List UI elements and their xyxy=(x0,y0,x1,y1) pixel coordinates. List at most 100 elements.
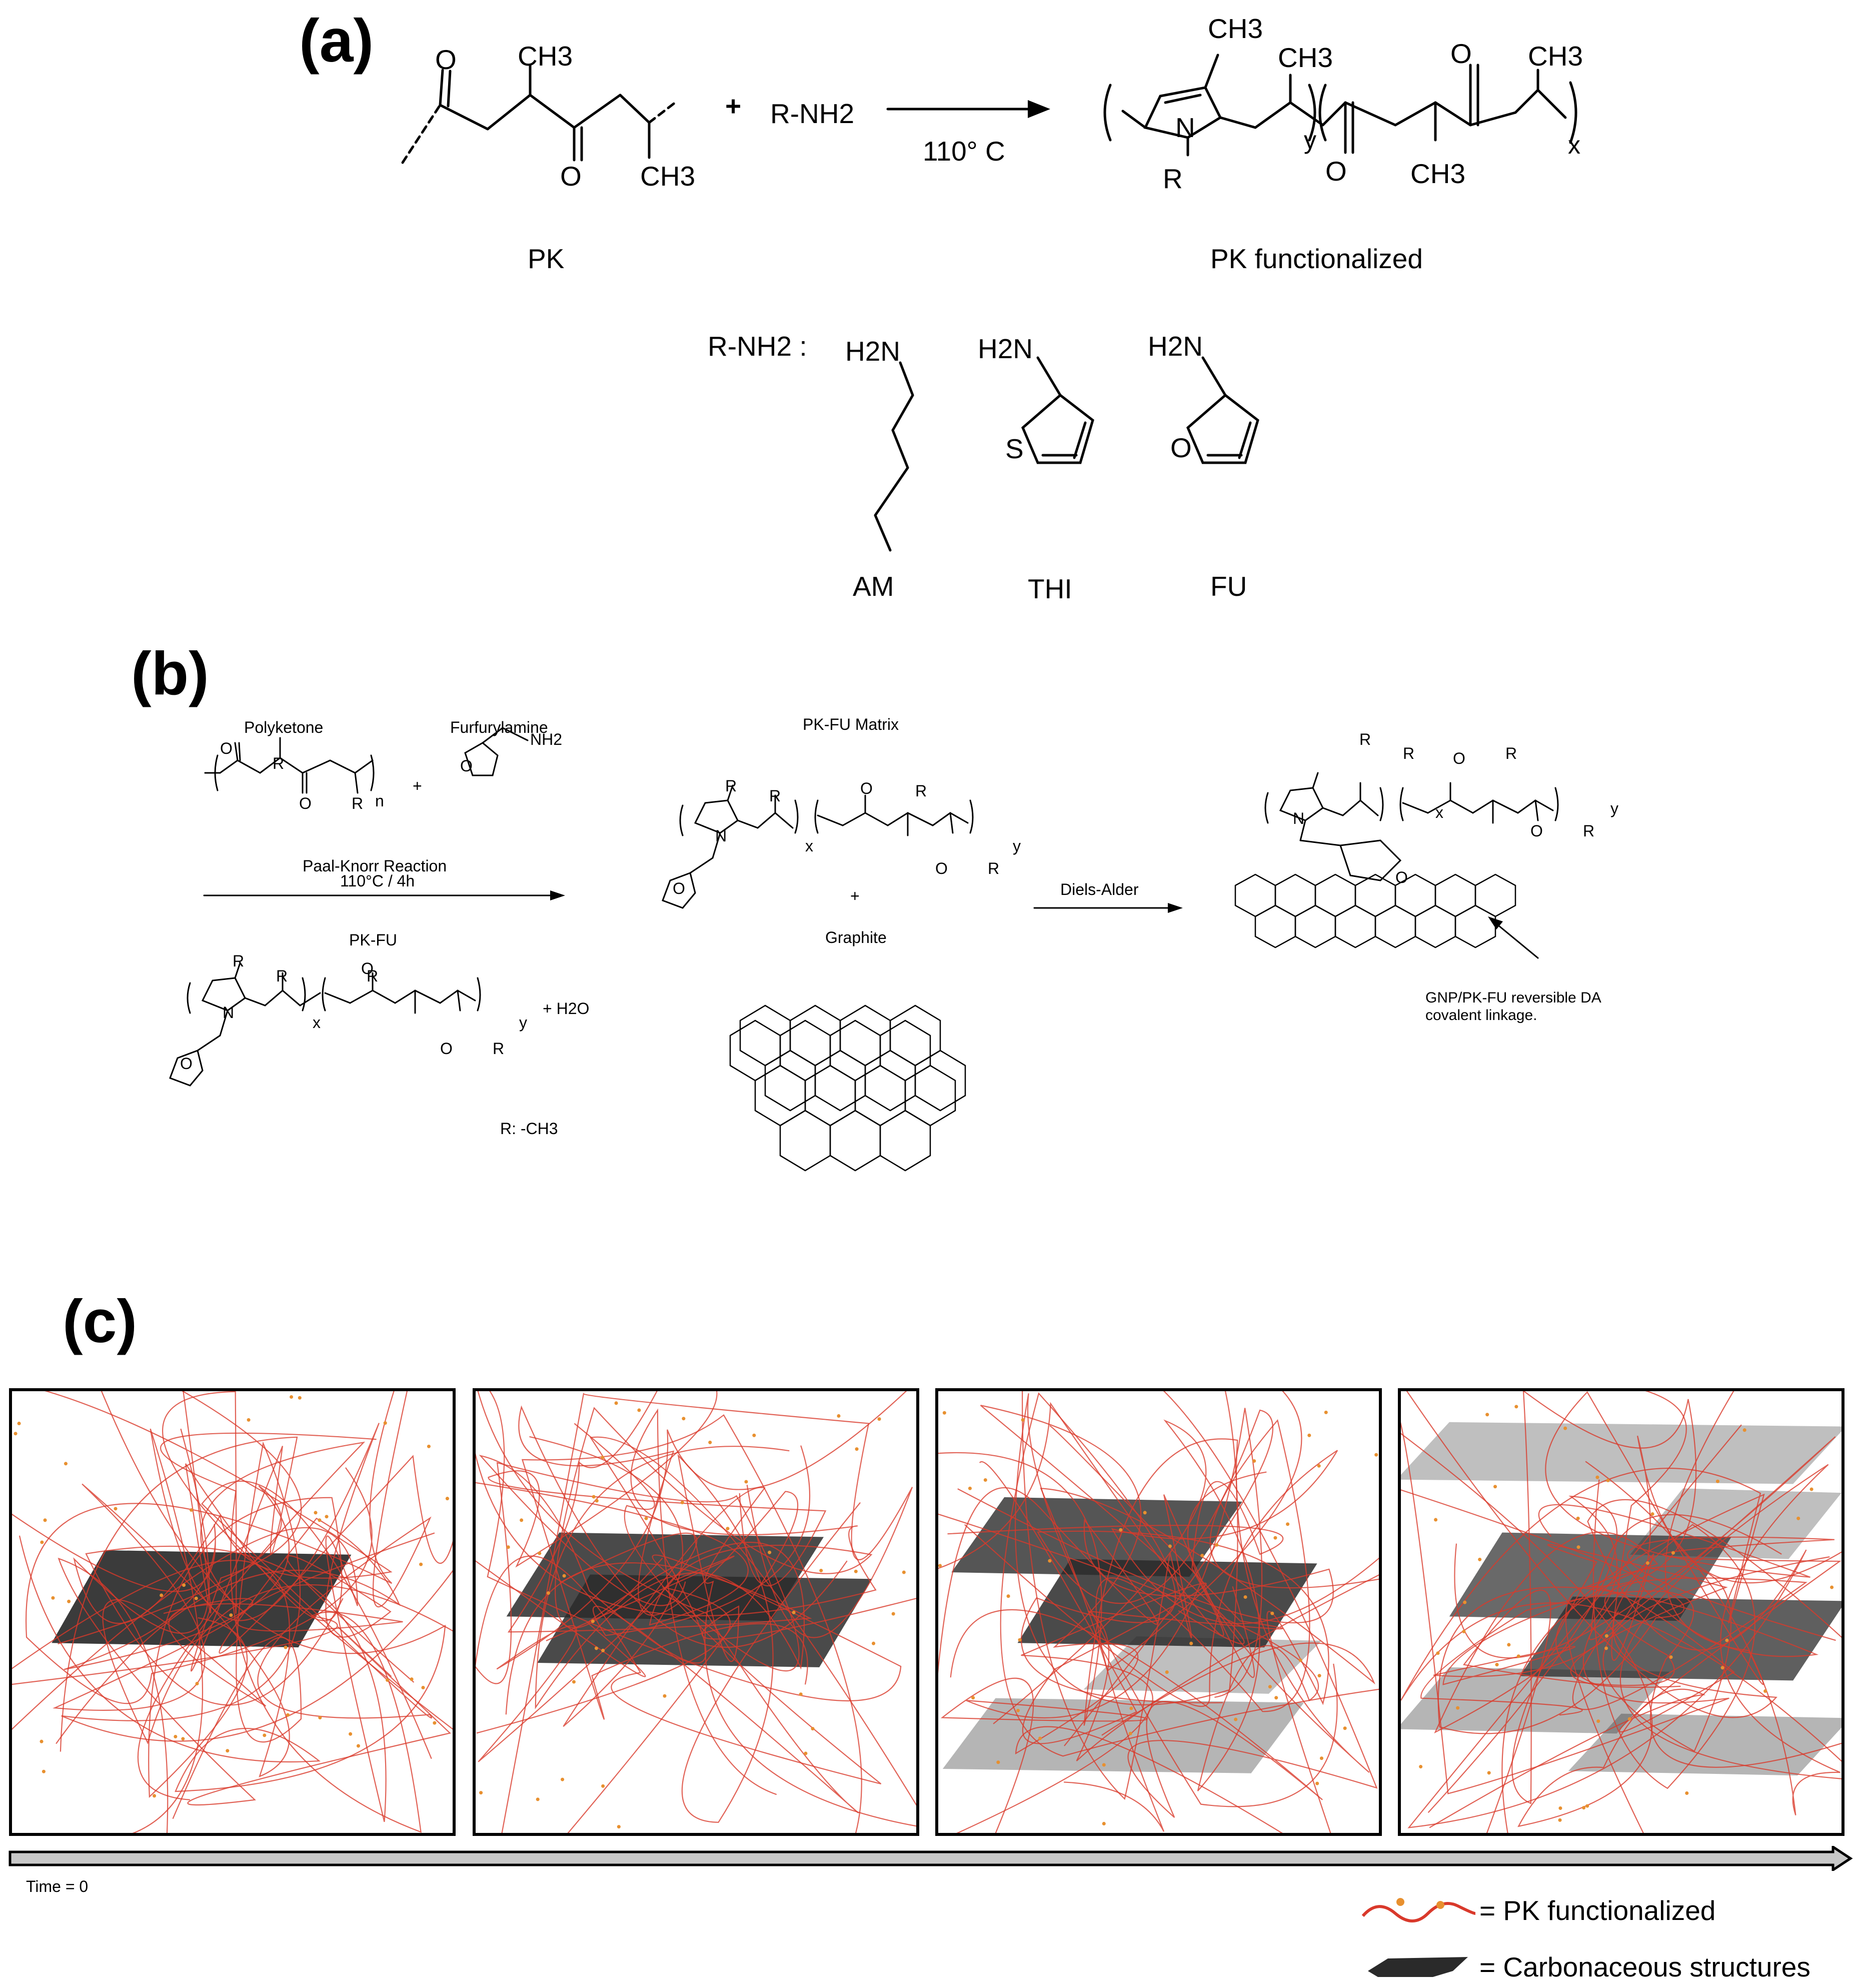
pk-functionalized-label: PK functionalized xyxy=(1210,243,1423,274)
functional-group-dot xyxy=(1128,1731,1132,1735)
functional-group-dot xyxy=(1507,1643,1511,1647)
functional-group-dot xyxy=(190,1508,194,1512)
pk-chain xyxy=(1463,1577,1807,1833)
functional-group-dot xyxy=(1038,1736,1042,1740)
functional-group-dot xyxy=(601,1784,605,1788)
functional-group-dot xyxy=(318,1716,322,1720)
r-right-1: R xyxy=(1403,744,1415,762)
r-matrix-2: R xyxy=(915,782,927,800)
pk-chain xyxy=(476,1462,800,1734)
functional-group-dot xyxy=(768,1550,772,1554)
functional-group-dot xyxy=(1495,1663,1499,1667)
r-right-2: R xyxy=(1505,744,1517,762)
functional-group-dot xyxy=(325,1515,329,1519)
functional-group-dot xyxy=(410,1677,414,1681)
functional-group-dot xyxy=(1514,1405,1518,1409)
plus-b2: + xyxy=(850,887,860,905)
functional-group-dot xyxy=(1669,1655,1673,1659)
functional-group-dot xyxy=(114,1507,118,1511)
product-sub-y: y xyxy=(1304,126,1316,154)
panel-c-letter: (c) xyxy=(63,1287,138,1355)
functional-group-dot xyxy=(1165,1670,1169,1674)
pk-chain xyxy=(529,1436,916,1827)
pk-chain xyxy=(1427,1495,1658,1833)
functional-group-dot xyxy=(386,1678,390,1682)
panel-a-reaction xyxy=(401,54,1577,552)
functional-group-dot xyxy=(938,1564,942,1568)
gnp-annotation-line-1: GNP/PK-FU reversible DA xyxy=(1425,989,1601,1006)
functional-group-dot xyxy=(195,1682,199,1686)
matrix-label: PK-FU Matrix xyxy=(803,715,899,733)
product-ch3-bottom: CH3 xyxy=(1410,158,1466,189)
functional-group-dot xyxy=(1234,1717,1238,1721)
functional-group-dot xyxy=(1763,1689,1767,1693)
pk-chain xyxy=(58,1557,451,1833)
timeline-arrow xyxy=(9,1846,1853,1871)
pkfu-label: PK-FU xyxy=(349,931,397,949)
functional-group-dot xyxy=(971,1696,975,1700)
functional-group-dot xyxy=(1796,1516,1800,1520)
thi-s: S xyxy=(1005,433,1024,464)
pk-chain xyxy=(1538,1391,1810,1685)
legend-carbon-label: = Carbonaceous structures xyxy=(1479,1951,1810,1982)
functional-group-dot xyxy=(51,1596,55,1600)
functional-group-dot xyxy=(819,1568,823,1573)
functional-group-dot xyxy=(1720,1666,1724,1670)
functional-group-dot xyxy=(298,1396,302,1400)
r-definition: R: -CH3 xyxy=(500,1120,558,1138)
functional-group-dot xyxy=(290,1395,294,1399)
functional-group-dot xyxy=(1576,1545,1580,1549)
r-matrix-3: R xyxy=(988,859,1000,877)
functional-group-dot xyxy=(872,1641,876,1645)
o-pkfu-2: O xyxy=(440,1040,453,1058)
functional-group-dot xyxy=(433,1721,437,1725)
x-pkfu: x xyxy=(313,1014,321,1032)
functional-group-dot xyxy=(561,1777,565,1781)
functional-group-dot xyxy=(1189,1641,1193,1645)
functional-group-dot xyxy=(229,1613,233,1617)
functional-group-dot xyxy=(1143,1511,1147,1515)
plus-sign: + xyxy=(725,91,742,122)
functional-group-dot xyxy=(617,1825,621,1829)
functional-group-dot xyxy=(1725,1638,1729,1642)
functional-group-dot xyxy=(804,1751,808,1755)
gnp-annotation: GNP/PK-FU reversible DA covalent linkage… xyxy=(1425,989,1601,1024)
functional-group-dot xyxy=(854,1569,858,1573)
panel-a-letter: (a) xyxy=(299,7,374,75)
functional-group-dot xyxy=(506,1545,510,1549)
furfurylamine-label: Furfurylamine xyxy=(450,718,548,736)
pk-chain xyxy=(1040,1391,1375,1736)
r-pkfu-side: R xyxy=(276,967,288,985)
pk-chain xyxy=(964,1450,1379,1707)
functional-group-dot xyxy=(1596,1719,1600,1723)
time-zero-label: Time = 0 xyxy=(26,1877,89,1895)
functional-group-dot xyxy=(160,1593,164,1597)
y-matrix: y xyxy=(1013,837,1021,855)
r-pkfu-2: R xyxy=(367,967,379,985)
functional-group-dot xyxy=(1830,1585,1834,1589)
pk-chain xyxy=(132,1423,415,1833)
functional-group-dot xyxy=(1685,1791,1689,1795)
product-ch3-ring: CH3 xyxy=(1208,13,1263,44)
functional-group-dot xyxy=(383,1421,387,1425)
pk-chain xyxy=(1401,1467,1841,1762)
functional-group-dot xyxy=(1048,1559,1052,1563)
legend-pk-icon xyxy=(1361,1898,1476,1922)
carbon-sheet xyxy=(1017,1559,1317,1648)
functional-group-dot xyxy=(1645,1561,1649,1565)
functional-group-dot xyxy=(43,1518,47,1522)
thi-h2n: H2N xyxy=(978,333,1033,364)
functional-group-dot xyxy=(637,1408,641,1412)
functional-group-dot xyxy=(1671,1551,1675,1555)
functional-group-dot xyxy=(226,1749,230,1753)
functional-group-dot xyxy=(1018,1638,1022,1642)
product-ch3-side: CH3 xyxy=(1278,42,1333,73)
functional-group-dot xyxy=(318,1518,322,1522)
functional-group-dot xyxy=(520,1518,524,1522)
functional-group-dot xyxy=(419,1562,423,1566)
functional-group-dot xyxy=(64,1462,68,1466)
graphene-sheet xyxy=(1234,873,1516,948)
rnh2-legend-label: R-NH2 : xyxy=(708,331,807,362)
reaction-condition: 110° C xyxy=(923,136,1005,167)
fu-h2n: H2N xyxy=(1148,331,1203,362)
